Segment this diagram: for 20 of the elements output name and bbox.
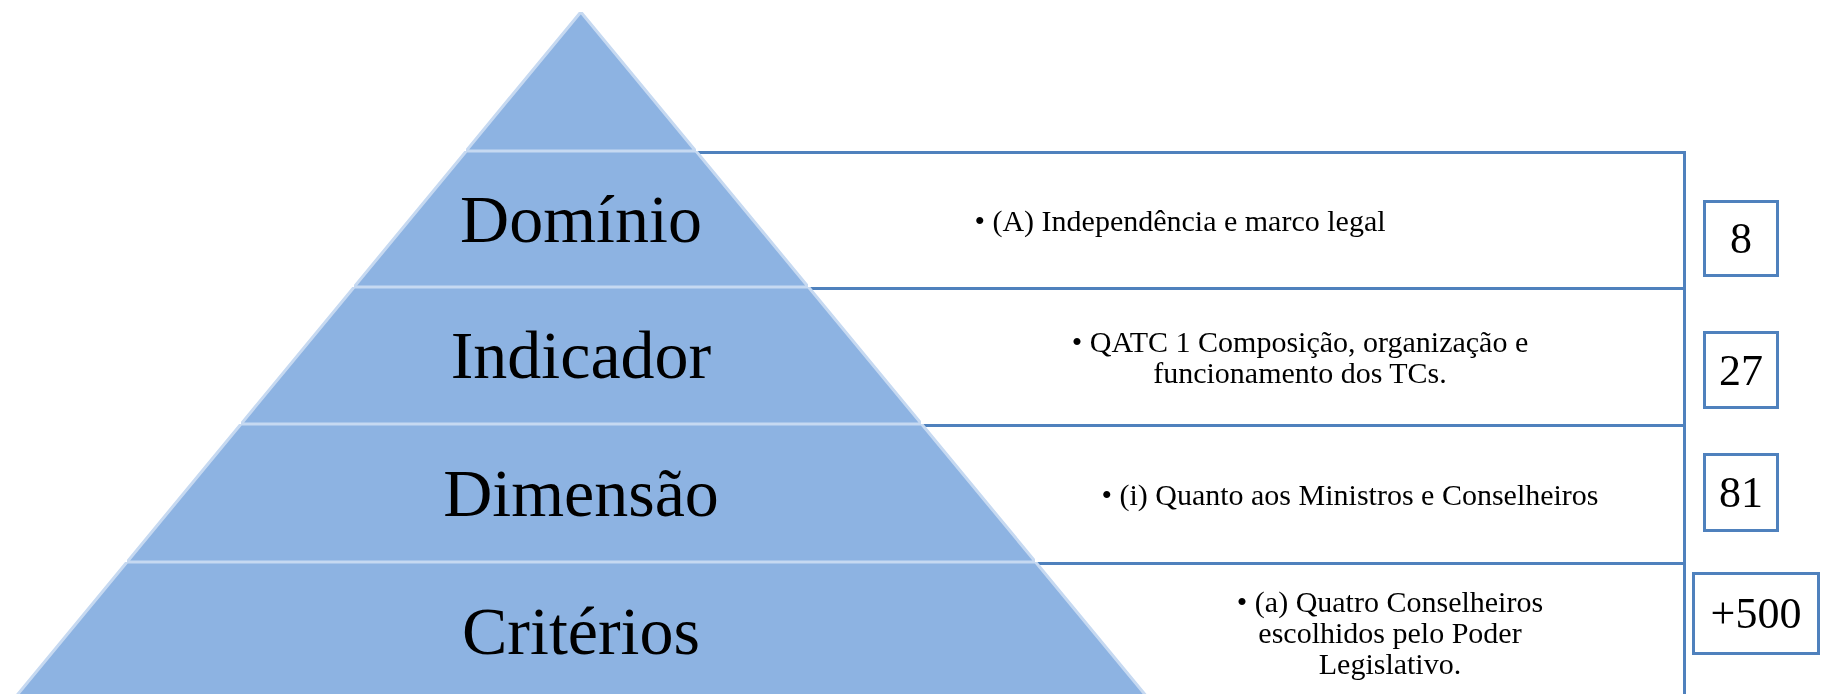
bullet-text: • (A) Independência e marco legal <box>974 205 1386 236</box>
tier-label: Critérios <box>462 591 700 671</box>
bullet-text: • QATC 1 Composição, organização e funcionamento dos TCs. <box>1070 326 1530 388</box>
pyramid-tier <box>240 287 922 424</box>
tier-label: Indicador <box>450 316 712 395</box>
pyramid-tier <box>126 424 1036 562</box>
count-box: +500 <box>1692 572 1820 655</box>
description-panel <box>921 287 1686 424</box>
count-box: 8 <box>1703 200 1779 277</box>
description-panel <box>1035 424 1686 562</box>
bullet-text: • (a) Quatro Conselheiros escolhidos pelo Poder Legislativo. <box>1235 586 1545 679</box>
pyramid-apex <box>466 12 696 151</box>
pyramid-tier <box>353 151 809 287</box>
description-panel <box>808 151 1686 287</box>
count-box: 27 <box>1703 331 1779 409</box>
description-panel <box>1149 562 1686 694</box>
count-box: 81 <box>1703 453 1779 532</box>
tier-label: Dimensão <box>443 453 719 533</box>
tier-label: Domínio <box>460 179 702 259</box>
bullet-text: • (i) Quanto aos Ministros e Conselheiros <box>1101 479 1599 510</box>
